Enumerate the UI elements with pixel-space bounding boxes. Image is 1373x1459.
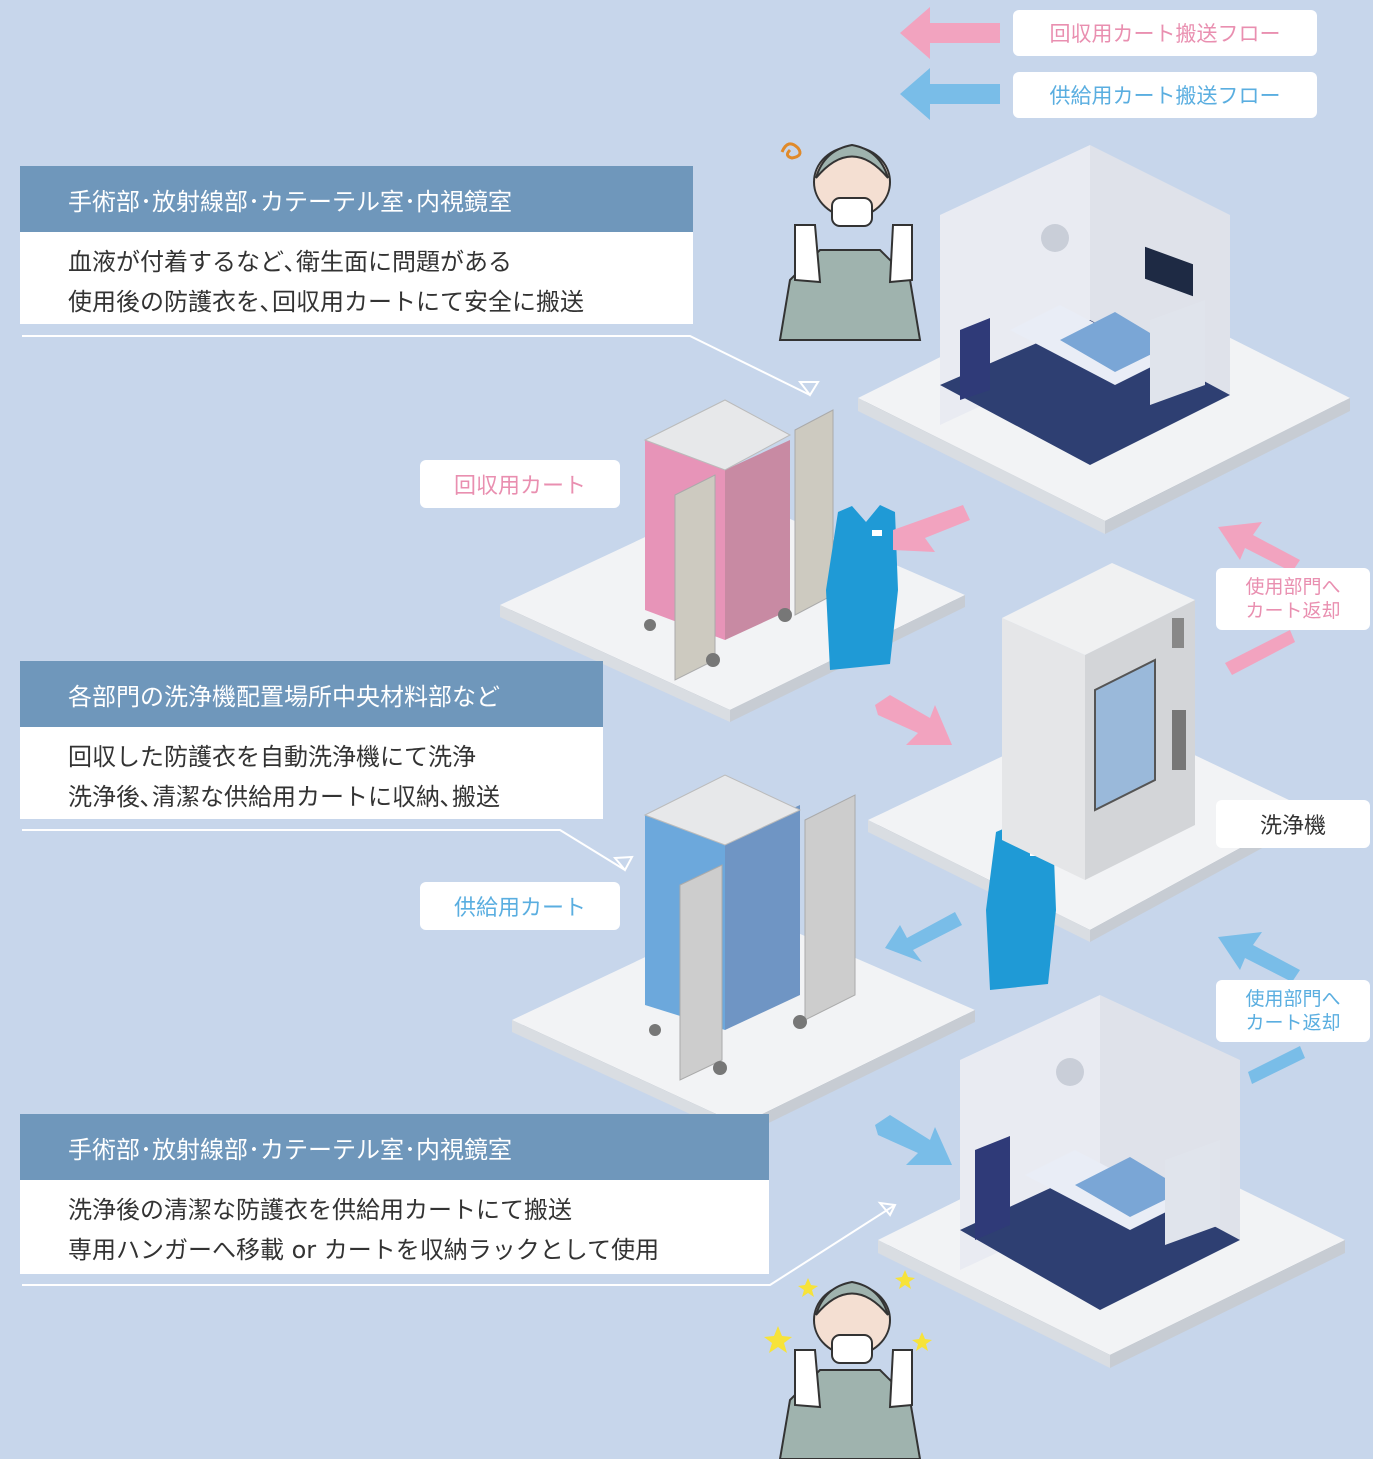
panel2-line2: 洗浄後､清潔な供給用カートに収納､搬送 — [68, 783, 500, 811]
return-blue-line1: 使用部門へ — [1245, 988, 1341, 1010]
panel1-line1: 血液が付着するなど､衛生面に問題がある — [68, 248, 512, 276]
blue-flow-arrow-icon-1 — [885, 912, 962, 962]
supply-cart-label: 供給用カート — [420, 882, 620, 930]
collection-cart-icon — [643, 399, 834, 681]
return-pink-line1: 使用部門へ — [1245, 576, 1341, 598]
blue-return-arrow-icon — [1218, 932, 1305, 1084]
washer-label: 洗浄機 — [1216, 800, 1370, 848]
happy-staff-icon — [764, 1270, 932, 1459]
panel1-title: 手術部･放射線部･カテーテル室･内視鏡室 — [20, 166, 693, 232]
legend-supply-flow: 供給用カート搬送フロー — [1013, 72, 1317, 118]
washer-icon — [1002, 563, 1195, 880]
pink-return-arrow-icon — [1218, 522, 1300, 675]
panel3-body: 洗浄後の清潔な防護衣を供給用カートにて搬送 専用ハンガーへ移載 or カートを収… — [20, 1180, 769, 1274]
return-blue-line2: カート返却 — [1245, 1012, 1341, 1034]
return-pink-label: 使用部門へ カート返却 — [1216, 568, 1370, 630]
pink-flow-arrow-icon-1 — [893, 505, 970, 552]
collect-cart-label: 回収用カート — [420, 460, 620, 508]
panel2-connector — [22, 829, 626, 871]
supply-cart-icon — [643, 774, 856, 1081]
blue-flow-arrow-icon-2 — [875, 1115, 952, 1165]
gown-icon — [826, 505, 898, 670]
panel1-line2: 使用後の防護衣を､回収用カートにて安全に搬送 — [68, 288, 584, 316]
return-pink-line2: カート返却 — [1245, 600, 1341, 622]
panel1-connector — [22, 335, 811, 396]
operating-room-icon-2 — [960, 995, 1240, 1310]
legend-pink-arrow-icon — [900, 7, 1000, 59]
panel3-connector — [22, 1204, 896, 1286]
panel2-line1: 回収した防護衣を自動洗浄機にて洗浄 — [68, 743, 476, 771]
panel3-title: 手術部･放射線部･カテーテル室･内視鏡室 — [20, 1114, 769, 1180]
legend-collect-flow: 回収用カート搬送フロー — [1013, 10, 1317, 56]
legend-blue-arrow-icon — [900, 68, 1000, 120]
return-blue-label: 使用部門へ カート返却 — [1216, 980, 1370, 1042]
confused-staff-icon — [778, 142, 922, 341]
panel2-title: 各部門の洗浄機配置場所中央材料部など — [20, 661, 603, 727]
panel2-body: 回収した防護衣を自動洗浄機にて洗浄 洗浄後､清潔な供給用カートに収納､搬送 — [20, 727, 603, 819]
pink-flow-arrow-icon-2 — [875, 695, 952, 745]
panel3-line1: 洗浄後の清潔な防護衣を供給用カートにて搬送 — [68, 1196, 572, 1224]
operating-room-icon — [940, 145, 1230, 465]
panel3-line2: 専用ハンガーへ移載 or カートを収納ラックとして使用 — [68, 1236, 660, 1264]
panel1-body: 血液が付着するなど､衛生面に問題がある 使用後の防護衣を､回収用カートにて安全に… — [20, 232, 693, 324]
